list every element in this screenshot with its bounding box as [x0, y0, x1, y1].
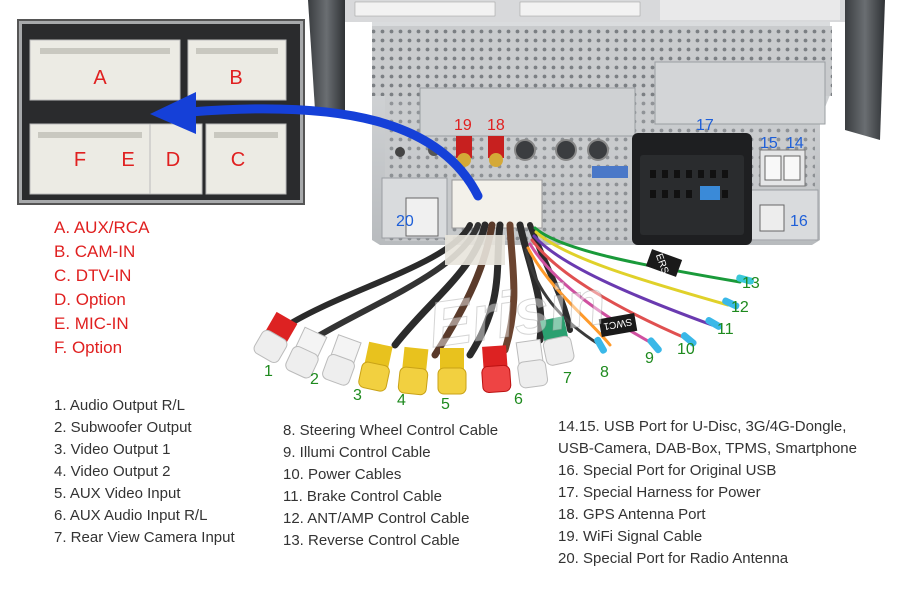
port-number-8: 8: [600, 364, 609, 381]
legend-column-2: 8. Steering Wheel Control Cable 9. Illum…: [283, 420, 498, 552]
legend-item: 11. Brake Control Cable: [283, 488, 442, 505]
legend-column-3: 14.15. USB Port for U-Disc, 3G/4G-Dongle…: [558, 416, 857, 570]
connector-letter-f: F: [74, 149, 86, 171]
port-number-2: 2: [310, 371, 319, 388]
cable-bundle: [277, 221, 755, 359]
port-number-11: 11: [717, 321, 734, 338]
legend-item: 18. GPS Antenna Port: [558, 506, 706, 523]
legend-item: 9. Illumi Control Cable: [283, 444, 431, 461]
port-number-13: 13: [742, 275, 760, 292]
legend-item: 16. Special Port for Original USB: [558, 462, 777, 479]
connector-legend-b: B. CAM-IN: [54, 242, 136, 261]
legend-item: 13. Reverse Control Cable: [283, 532, 460, 549]
connector-letter-e: E: [121, 149, 134, 171]
head-unit: [308, 0, 885, 245]
port-number-20: 20: [396, 213, 414, 230]
cable-label-swc1: SWC1: [602, 316, 633, 332]
legend-item: 10. Power Cables: [283, 466, 402, 483]
connector-legend-c: C. DTV-IN: [54, 266, 132, 285]
connector-letter-d: D: [166, 149, 180, 171]
port-number-1: 1: [264, 363, 273, 380]
port-number-17: 17: [696, 117, 714, 134]
legend-item: 2. Subwoofer Output: [54, 419, 192, 436]
port-number-19: 19: [454, 117, 472, 134]
legend-item: 4. Video Output 2: [54, 463, 171, 480]
connector-legend-e: E. MIC-IN: [54, 314, 129, 333]
port-number-9: 9: [645, 350, 654, 367]
port-number-4: 4: [397, 392, 406, 409]
connector-letter-b: B: [229, 67, 242, 89]
legend-item: 3. Video Output 1: [54, 441, 171, 458]
connector-legend: A. AUX/RCA B. CAM-IN C. DTV-IN D. Option…: [54, 216, 149, 360]
port-number-7: 7: [563, 370, 572, 387]
port-number-12: 12: [731, 299, 749, 316]
port-number-16: 16: [790, 213, 808, 230]
legend-item: 5. AUX Video Input: [54, 485, 181, 502]
connector-legend-d: D. Option: [54, 290, 126, 309]
port-number-5: 5: [441, 396, 450, 413]
rca-plugs: [253, 311, 575, 396]
connector-letter-a: A: [93, 67, 107, 89]
legend-item: 19. WiFi Signal Cable: [558, 528, 703, 545]
legend-item: 12. ANT/AMP Control Cable: [283, 510, 470, 527]
pointer-arrow: [150, 92, 483, 201]
port-number-18: 18: [487, 117, 505, 134]
port-number-6: 6: [514, 391, 523, 408]
legend-item: 14.15. USB Port for U-Disc, 3G/4G-Dongle…: [558, 418, 847, 435]
connector-letter-c: C: [231, 149, 245, 171]
port-number-15: 15: [760, 135, 778, 152]
legend-item: 17. Special Harness for Power: [558, 484, 761, 501]
legend-item: 8. Steering Wheel Control Cable: [283, 422, 499, 439]
legend-item: 1. Audio Output R/L: [54, 397, 185, 414]
legend-item: 20. Special Port for Radio Antenna: [558, 550, 789, 567]
legend-column-1: 1. Audio Output R/L 2. Subwoofer Output …: [54, 395, 235, 549]
port-number-3: 3: [353, 387, 362, 404]
connector-legend-f: F. Option: [54, 338, 123, 357]
legend-item: USB-Camera, DAB-Box, TPMS, Smartphone: [558, 440, 857, 457]
port-number-14: 14: [786, 135, 804, 152]
legend-item: 6. AUX Audio Input R/L: [54, 507, 208, 524]
connector-legend-a: A. AUX/RCA: [54, 218, 150, 237]
legend-item: 7. Rear View Camera Input: [54, 529, 235, 546]
port-number-10: 10: [677, 341, 695, 358]
